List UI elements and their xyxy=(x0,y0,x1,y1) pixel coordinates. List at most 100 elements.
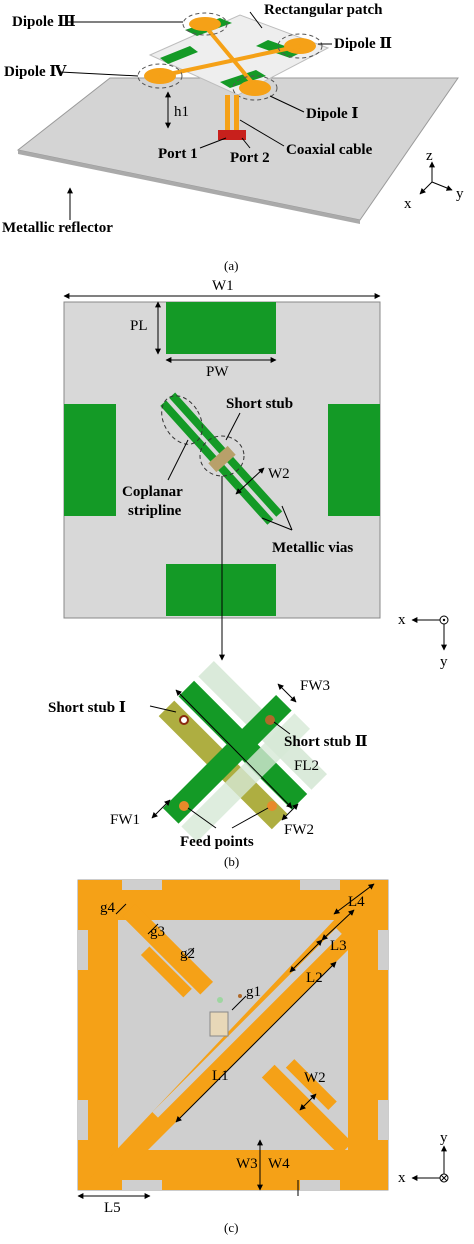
axes-triad-c: x y xyxy=(398,1130,449,1186)
leader-line xyxy=(273,721,291,735)
label-short-stub-ii: Short stub Ⅱ xyxy=(284,734,368,750)
dipole-iii-arm xyxy=(189,17,221,31)
label-fw3: FW3 xyxy=(300,678,330,694)
reflector-edge xyxy=(18,150,360,224)
w2-dimension xyxy=(235,467,265,495)
axis-x-label-c: x xyxy=(398,1170,406,1186)
frame-slot xyxy=(300,880,340,890)
panel-b: W1 PL PW W2 Short stub Coplanar striplin… xyxy=(48,278,449,869)
label-w1: W1 xyxy=(212,278,234,294)
rect-patch xyxy=(160,46,198,64)
rect-patch-top xyxy=(166,302,276,354)
label-metallic-reflector: Metallic reflector xyxy=(2,220,113,236)
axis-y-label: y xyxy=(456,186,464,202)
label-dipole-iii: Dipole Ⅲ xyxy=(12,14,76,30)
feed-point xyxy=(267,801,277,811)
axis-y-label-b: y xyxy=(440,654,448,670)
rect-patch-bottom xyxy=(166,564,276,616)
label-dipole-ii: Dipole Ⅱ xyxy=(334,36,392,52)
feed-via xyxy=(217,997,223,1003)
coplanar-marker xyxy=(161,395,203,445)
g4-dimension xyxy=(115,903,127,915)
leader-line xyxy=(199,137,227,149)
caption-a: (a) xyxy=(224,258,238,273)
axes-triad-a: z x y xyxy=(404,148,464,212)
leader-line xyxy=(239,119,285,147)
label-l4: L4 xyxy=(348,894,365,910)
caption-b: (b) xyxy=(224,854,239,869)
leader-line xyxy=(249,11,263,29)
leader-line xyxy=(225,412,241,441)
dipole-ii-marker xyxy=(277,33,323,59)
coaxial-cable xyxy=(225,95,230,130)
label-fl2: FL2 xyxy=(294,758,319,774)
fw1-dimension xyxy=(151,799,171,819)
frame-slot xyxy=(122,1180,162,1190)
dipole-i-arm xyxy=(239,80,271,96)
caption-c: (c) xyxy=(224,1220,238,1235)
label-g1: g1 xyxy=(246,984,261,1000)
label-feed-points: Feed points xyxy=(180,834,254,850)
label-h1: h1 xyxy=(174,104,189,120)
rect-patch-left xyxy=(64,404,116,516)
axis-x-label: x xyxy=(404,196,412,212)
leader-line xyxy=(241,137,251,149)
frame-slot xyxy=(300,1180,340,1190)
axis-z-label: z xyxy=(426,148,433,164)
label-stripline: stripline xyxy=(128,503,182,519)
axis-x-label-b: x xyxy=(398,612,406,628)
label-l2: L2 xyxy=(306,970,323,986)
label-pw: PW xyxy=(206,364,229,380)
stub-marker xyxy=(199,435,245,477)
leader-line xyxy=(149,705,177,713)
dipole-i-marker xyxy=(232,75,278,101)
feed-via xyxy=(238,994,242,998)
leader-line xyxy=(261,517,293,531)
label-g4: g4 xyxy=(100,900,116,916)
label-rect-patch: Rectangular patch xyxy=(264,2,383,18)
label-w4: W4 xyxy=(268,1156,290,1172)
axes-triad-b: x y xyxy=(398,612,449,670)
panel-c: L4 g4 g3 g2 L3 L2 g1 L1 W2 W3 W4 L5 x y … xyxy=(77,879,449,1235)
g1-dimension xyxy=(231,995,247,1011)
label-w2-c: W2 xyxy=(304,1070,326,1086)
label-l3: L3 xyxy=(330,938,347,954)
leader-line xyxy=(59,71,139,77)
label-fw1: FW1 xyxy=(110,812,140,828)
zoom-view xyxy=(149,661,327,843)
frame-slot xyxy=(378,1100,388,1140)
label-short-stub-i: Short stub Ⅰ xyxy=(48,700,126,716)
frame-slot xyxy=(122,880,162,890)
leader-line xyxy=(231,807,269,829)
l4-dimension xyxy=(333,883,375,915)
rect-patch-right xyxy=(328,404,380,516)
label-port2: Port 2 xyxy=(230,150,270,166)
fl2-dimension xyxy=(175,689,293,809)
feed-point xyxy=(179,801,189,811)
frame-slot xyxy=(78,930,88,970)
leader-line xyxy=(187,807,217,829)
label-port1: Port 1 xyxy=(158,146,198,162)
feed-line xyxy=(159,44,301,78)
coaxial-cable xyxy=(234,95,239,130)
w2c-dimension xyxy=(299,1093,317,1111)
label-pl: PL xyxy=(130,318,148,334)
l3-dimension xyxy=(321,909,355,941)
leader-line xyxy=(167,439,189,481)
frame-slot xyxy=(378,930,388,970)
label-coaxial-cable: Coaxial cable xyxy=(286,142,373,158)
panel-a: Dipole Ⅲ Rectangular patch Dipole Ⅱ Dipo… xyxy=(2,2,464,273)
port-block xyxy=(218,130,246,140)
label-w2: W2 xyxy=(268,466,290,482)
fw2-dimension xyxy=(281,803,299,821)
label-metallic-vias: Metallic vias xyxy=(272,540,353,556)
label-l1: L1 xyxy=(212,1068,229,1084)
label-g3: g3 xyxy=(150,924,165,940)
l1-dimension xyxy=(175,961,337,1123)
feed-line xyxy=(203,24,257,88)
short-stub xyxy=(208,445,236,473)
label-coplanar: Coplanar xyxy=(122,484,183,500)
rect-patch xyxy=(220,70,266,88)
axis-y-label-c: y xyxy=(440,1130,448,1146)
